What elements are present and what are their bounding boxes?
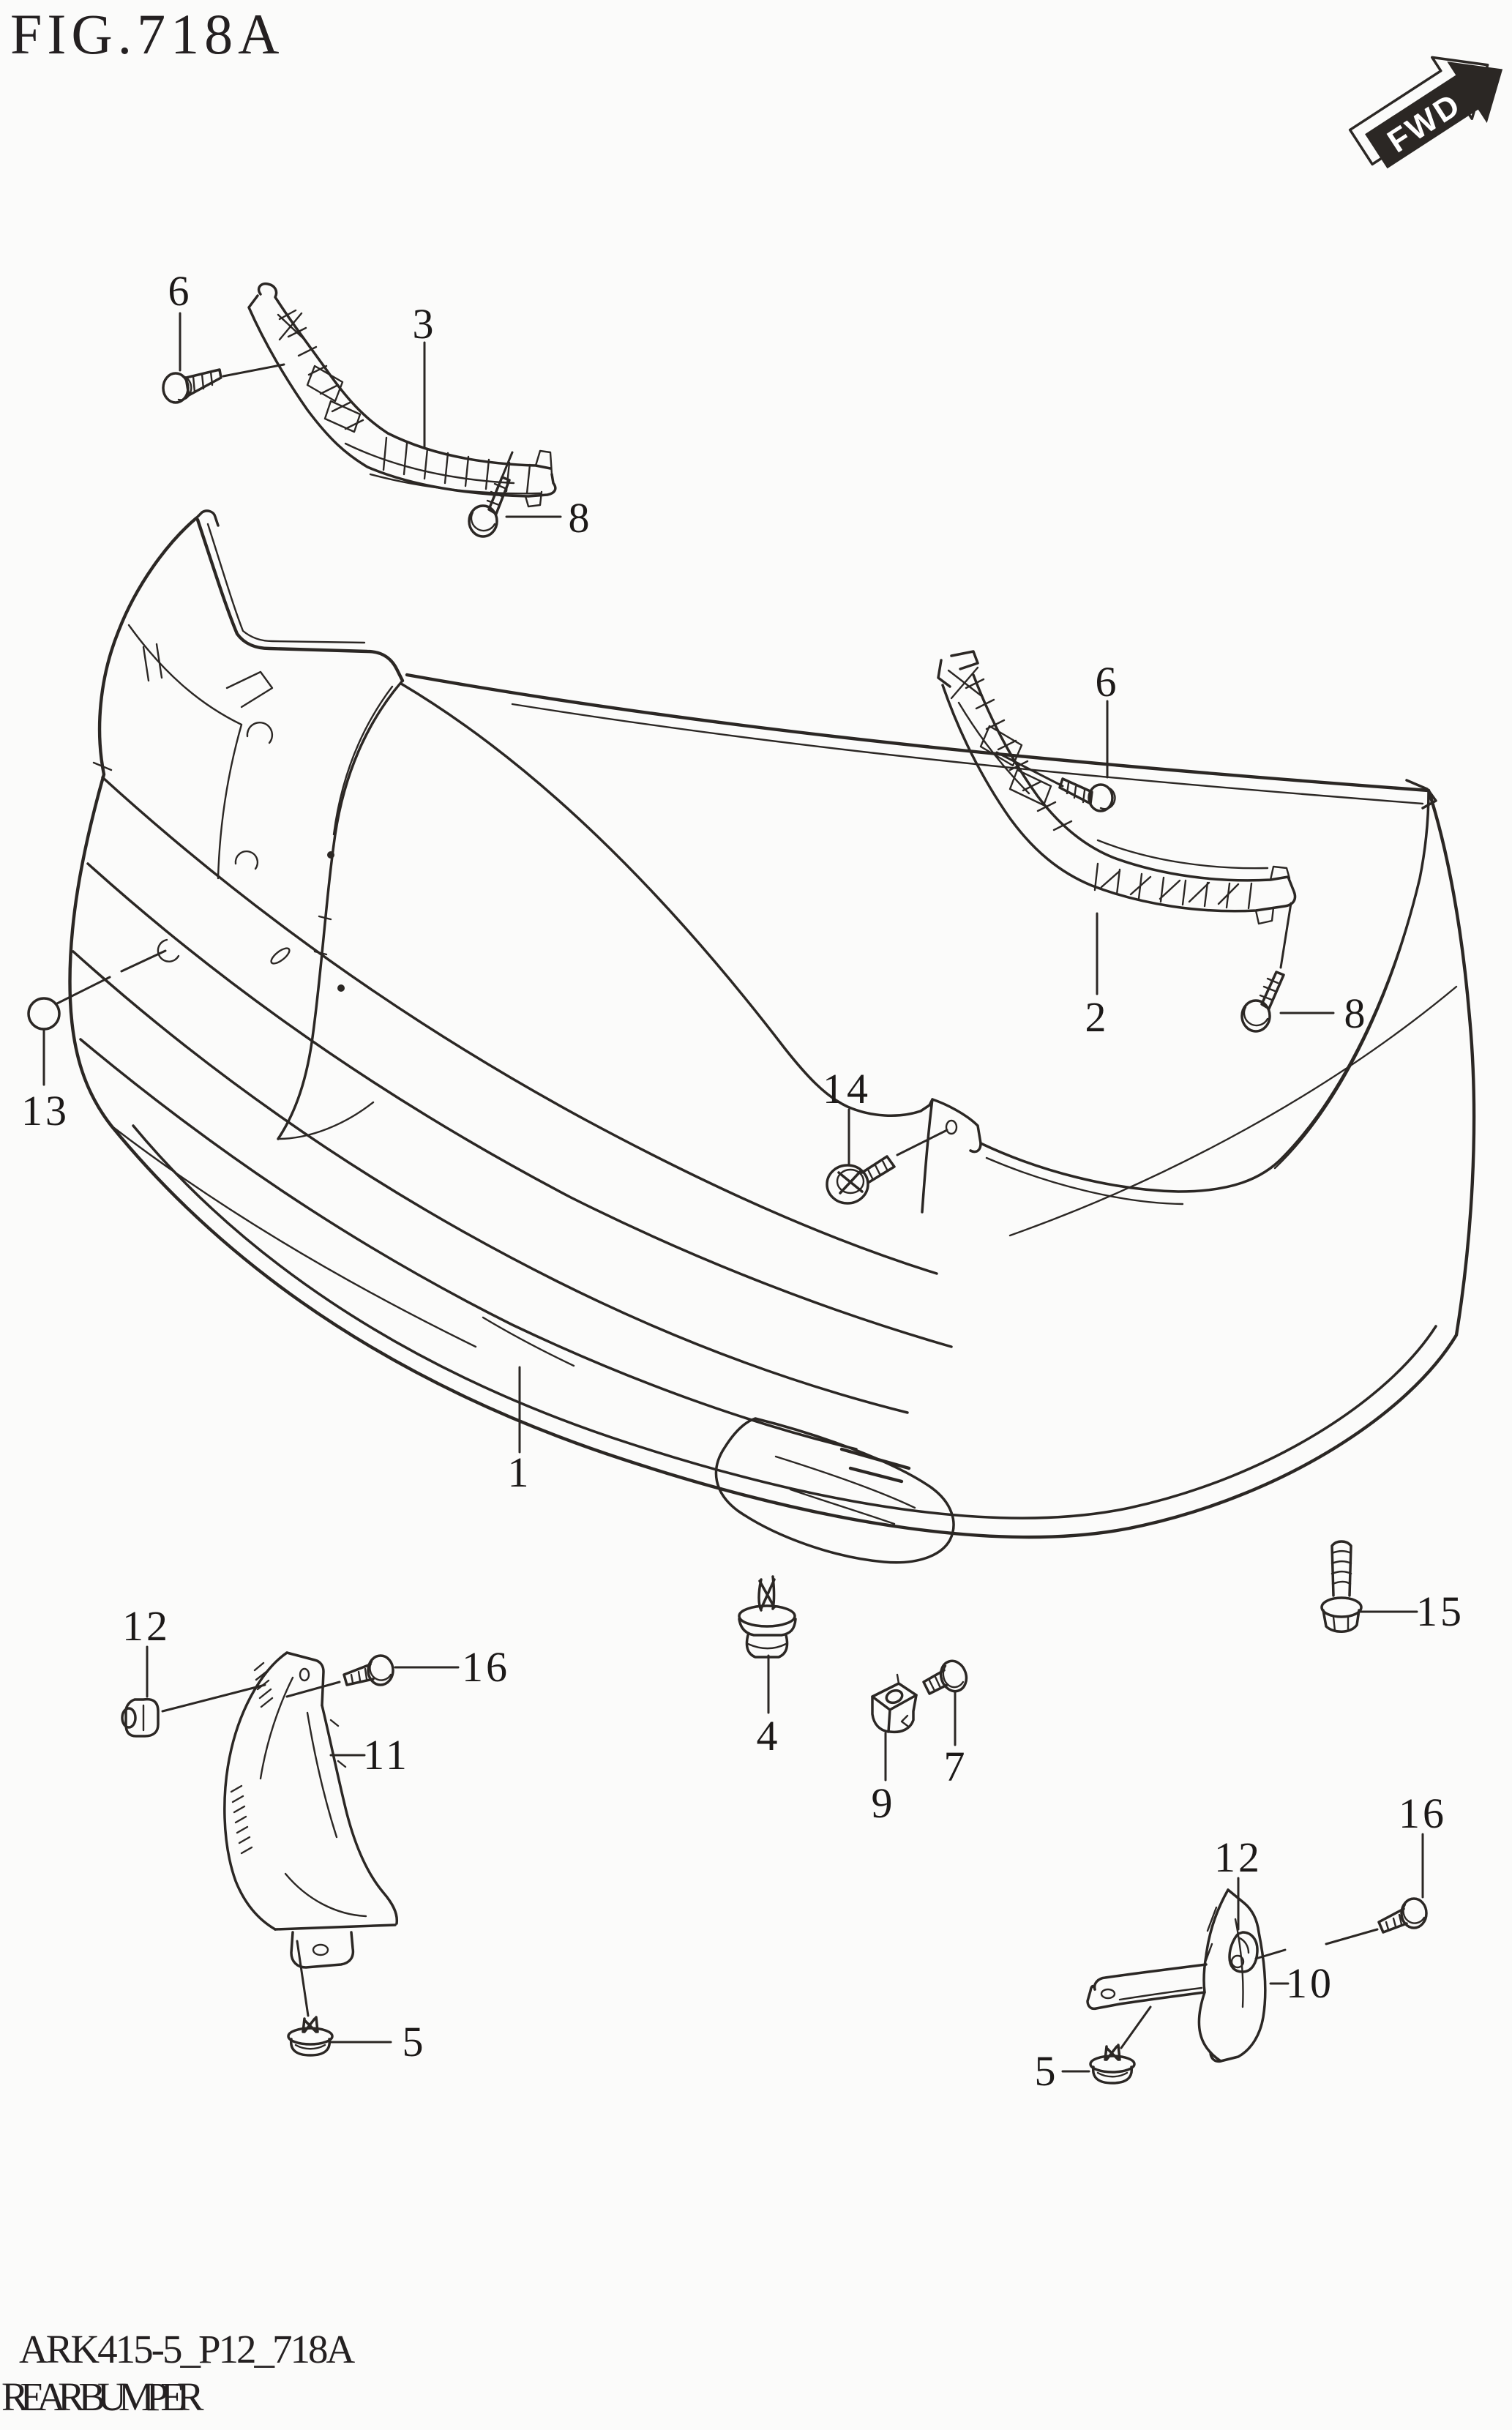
screw-8-right-drawing <box>1240 971 1285 1033</box>
bolt-14-drawing <box>826 1155 896 1205</box>
footer: ARK415-5_P12_718A REAR BUMPER <box>1 2326 355 2421</box>
callout-2: 2 <box>1085 993 1109 1041</box>
callout-12: 12 <box>1214 1833 1262 1881</box>
callout-7: 7 <box>943 1743 968 1790</box>
grommet-12-left-drawing <box>121 1697 160 1738</box>
rear-bumper-drawing <box>68 509 1476 1564</box>
screw-8-left-drawing <box>468 476 511 538</box>
callout-13: 13 <box>21 1087 70 1134</box>
fwd-arrow-icon: FWD <box>1348 56 1503 169</box>
leader-lines <box>42 312 1424 2073</box>
bumper-side-holder-right-drawing <box>937 650 1297 925</box>
figure-caption: REAR BUMPER <box>1 2374 204 2419</box>
mud-flap-right-drawing <box>1086 1888 1267 2063</box>
clip-13-symbol <box>27 997 61 1031</box>
callout-11: 11 <box>363 1731 410 1779</box>
callout-16: 16 <box>462 1643 510 1691</box>
callout-8: 8 <box>1344 990 1369 1037</box>
bolt-7-drawing <box>922 1659 968 1695</box>
callout-8: 8 <box>568 494 593 542</box>
mud-flap-left-drawing <box>223 1651 399 1969</box>
figure-title: FIG.718A <box>10 2 285 66</box>
screw-16-right-drawing <box>1377 1897 1428 1934</box>
callout-6: 6 <box>1095 658 1120 706</box>
callout-4: 4 <box>756 1712 781 1760</box>
fiche-code: ARK415-5_P12_718A <box>19 2327 355 2371</box>
grommet-12-right-drawing <box>1228 1931 1259 1973</box>
callout-9: 9 <box>871 1779 896 1827</box>
screw-6-left-drawing <box>162 368 222 404</box>
u-nut-9-drawing <box>871 1673 918 1734</box>
callout-5: 5 <box>1034 2047 1059 2095</box>
clip-5-left-drawing <box>287 2016 334 2057</box>
screw-6-right-drawing <box>1058 777 1116 812</box>
callout-12: 12 <box>122 1602 171 1650</box>
callout-16: 16 <box>1399 1790 1447 1837</box>
callout-6: 6 <box>168 267 192 315</box>
screw-16-left-drawing <box>343 1654 394 1686</box>
callout-1: 1 <box>507 1448 532 1496</box>
callout-15: 15 <box>1416 1588 1464 1635</box>
bolt-15-drawing <box>1320 1540 1363 1633</box>
callout-5: 5 <box>402 2018 427 2066</box>
callout-14: 14 <box>823 1065 871 1113</box>
clip-5-right-drawing <box>1089 2044 1136 2085</box>
bumper-side-holder-left-drawing <box>247 282 557 508</box>
clip-4-drawing <box>738 1575 797 1659</box>
callout-10: 10 <box>1286 1959 1334 2007</box>
callout-3: 3 <box>412 300 437 348</box>
